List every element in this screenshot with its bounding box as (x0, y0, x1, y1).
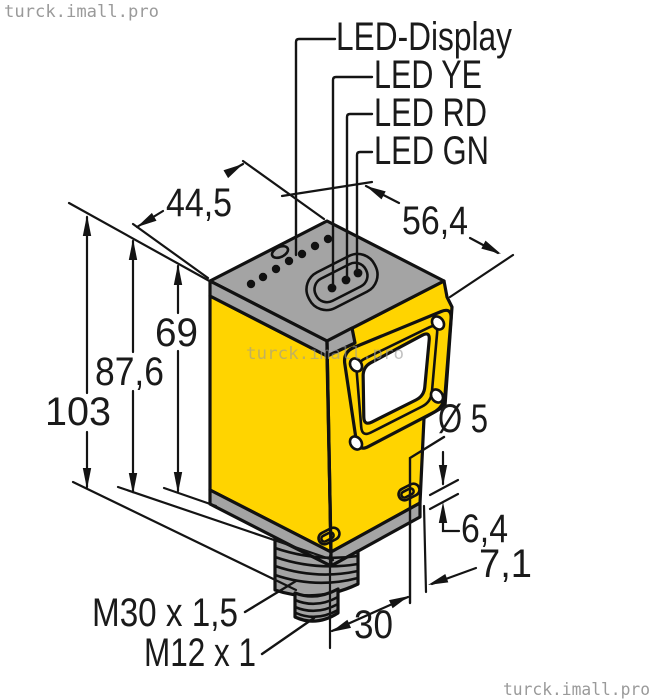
leader-led-gn (355, 150, 374, 272)
callout-m12-label: M12 x 1 (144, 631, 256, 675)
dim-69-label: 69 (155, 311, 198, 355)
bezel-screws (348, 315, 446, 451)
dim-hole-dia-label: Ø 5 (438, 397, 488, 441)
watermark-center: turck.imall.pro (246, 344, 404, 364)
ext-445-left (131, 222, 210, 280)
dim-64-label: 6,4 (461, 507, 508, 551)
dim-30-label: 30 (354, 603, 393, 647)
ext-103-bottom (71, 480, 298, 592)
ext-top-shared (67, 201, 215, 285)
callout-m30-label: M30 x 1,5 (92, 591, 238, 635)
screw-icon (348, 357, 364, 373)
ext-564-right (448, 253, 515, 299)
ext-445-right (241, 159, 326, 221)
watermark-top-left: turck.imall.pro (4, 2, 159, 22)
m12-thread-ridges (293, 595, 340, 619)
led-rd-dot (341, 275, 351, 285)
screw-icon (348, 435, 364, 451)
leader-led-rd (345, 112, 374, 279)
dim-103-label: 103 (45, 390, 111, 434)
leader-hole-dia (408, 435, 446, 605)
dimension-lines (67, 159, 515, 650)
lens-window (361, 332, 431, 425)
led-gn-dot (353, 268, 363, 278)
watermark-bottom-right: turck.imall.pro (503, 680, 650, 700)
led-display-dots (246, 234, 333, 289)
m12-connector-body (293, 587, 340, 623)
callout-led-gn: LED GN (374, 129, 489, 173)
ext-69-bottom (162, 486, 218, 508)
leader-led-display (294, 37, 337, 257)
leader-m12 (260, 616, 316, 656)
ext-876-bottom (116, 485, 335, 562)
screw-icon (429, 388, 445, 404)
tick-64-top (428, 478, 460, 497)
dim-876-label: 87,6 (95, 350, 164, 394)
tick-64-bottom (428, 492, 460, 511)
dim-445-label: 44,5 (166, 181, 232, 225)
leader-led-ye (331, 75, 374, 287)
callout-leaders (243, 37, 446, 656)
callout-led-rd: LED RD (374, 91, 487, 135)
led-ye-dot (327, 283, 337, 293)
ext-564-left (280, 180, 374, 198)
screw-icon (430, 315, 446, 331)
dim-564-label: 56,4 (402, 199, 468, 243)
callout-led-ye: LED YE (374, 53, 482, 97)
dim-71-label: 7,1 (479, 542, 532, 586)
front-edge (325, 339, 333, 554)
ext-71-edge (422, 504, 428, 594)
m30-thread-ridges (273, 546, 360, 585)
top-button-icon (270, 244, 290, 260)
callout-led-display: LED-Display (336, 15, 512, 59)
